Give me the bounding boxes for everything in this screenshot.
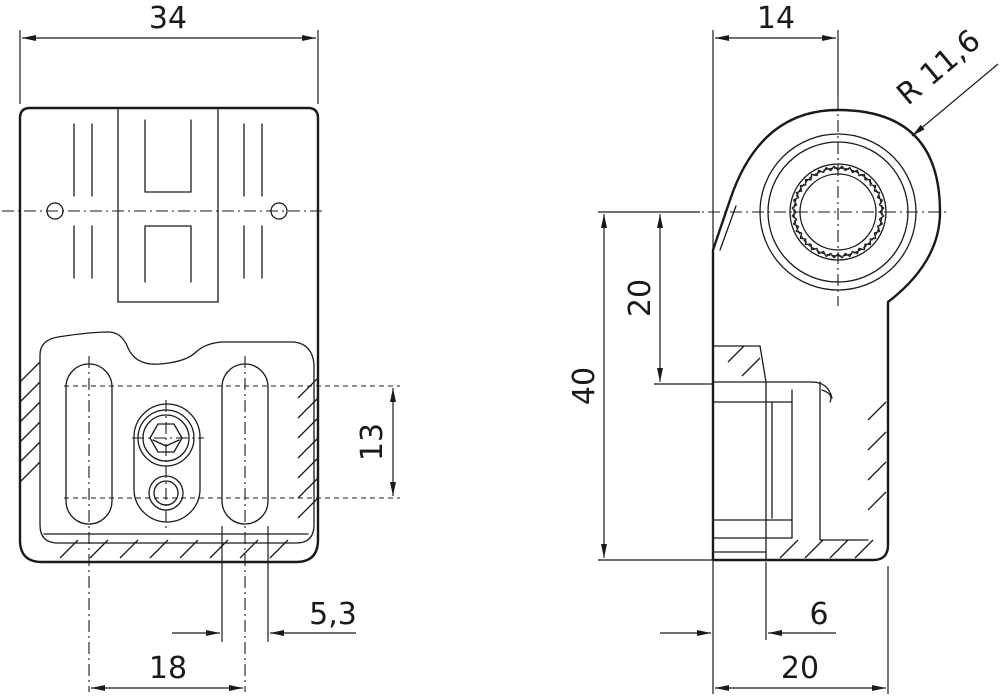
- dim-hole-pitch-label: 13: [355, 423, 390, 461]
- dim-width-label: 34: [149, 1, 187, 36]
- dim-radius: R 11,6: [890, 23, 999, 137]
- dim-step: 6: [660, 597, 836, 636]
- spline-teeth-path: [791, 165, 885, 259]
- front-pocket-outline: [39, 331, 315, 544]
- dim-slot-width-label: 5,3: [309, 597, 357, 632]
- screw-slot: [133, 403, 201, 523]
- front-hatching: [19, 361, 319, 559]
- dim-hole-pitch: 13: [355, 388, 396, 496]
- dim-height-axis: 20: [623, 214, 663, 382]
- dim-radius-label: R 11,6: [890, 23, 987, 112]
- front-view-outline: [18, 106, 320, 564]
- groove-slots: [73, 123, 263, 279]
- dim-height-total: 40: [567, 214, 607, 558]
- dim-step-label: 6: [809, 597, 828, 632]
- dim-depth-label: 14: [757, 1, 795, 36]
- dim-base-depth: 20: [715, 651, 886, 691]
- spline-teeth: [791, 165, 885, 259]
- dim-width: 34: [19, 1, 319, 104]
- dim-height-axis-label: 20: [623, 279, 658, 317]
- side-view: 14 R 11,6 40 20 6 20: [567, 1, 999, 694]
- side-inner-edge: [719, 205, 737, 251]
- dim-slot-width: 5,3: [172, 526, 357, 642]
- dim-slot-pitch: 18: [91, 651, 243, 691]
- front-view: 34 13 5,3 18: [2, 1, 400, 692]
- dim-height-total-label: 40: [567, 367, 602, 405]
- dim-depth: 14: [715, 1, 836, 41]
- side-view-outline: [711, 108, 942, 562]
- side-hatching: [727, 345, 887, 559]
- side-base-block: [712, 345, 869, 561]
- dim-slot-pitch-label: 18: [149, 651, 187, 686]
- dim-base-depth-label: 20: [781, 651, 819, 686]
- center-channel: [117, 107, 219, 303]
